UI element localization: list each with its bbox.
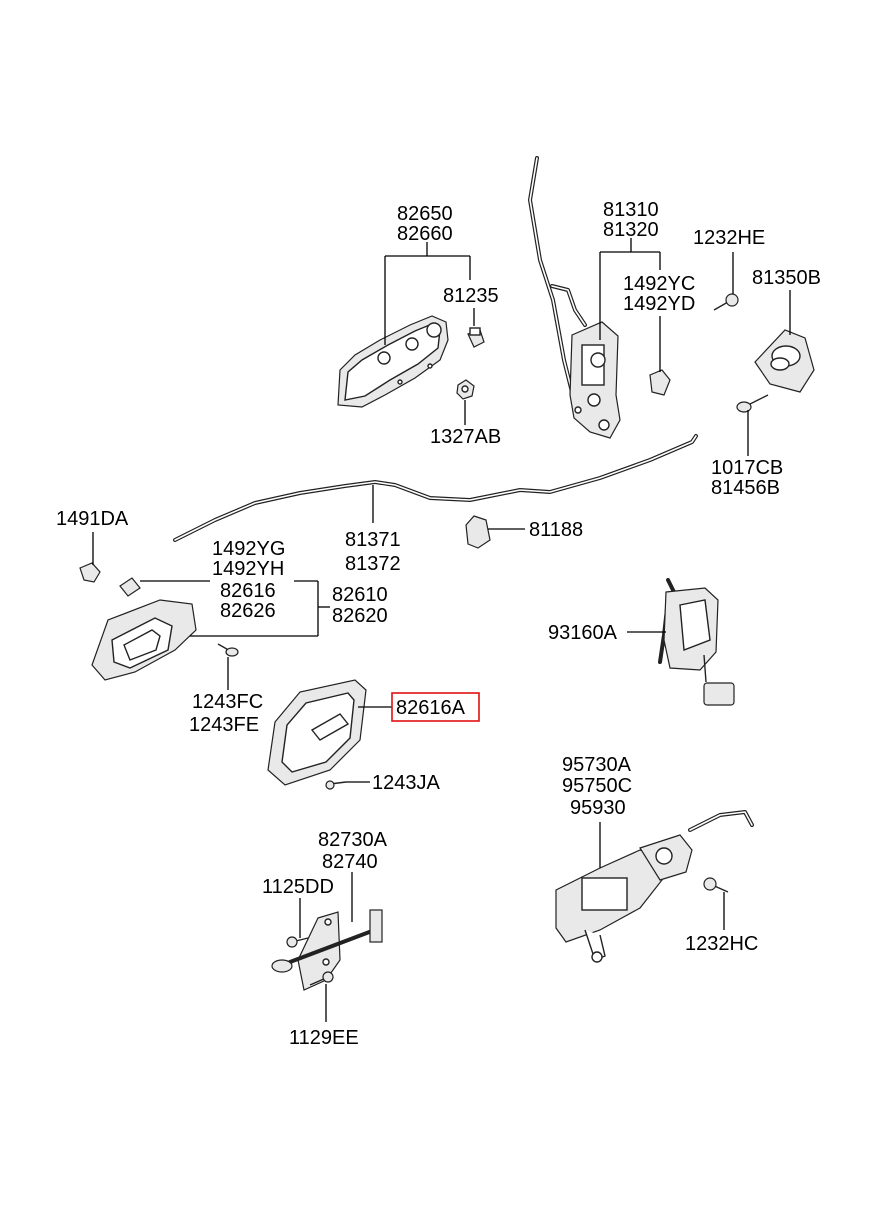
label-81310: 81310 <box>603 199 659 221</box>
label-1129EE: 1129EE <box>289 1027 359 1049</box>
label-81371: 81371 <box>345 529 401 551</box>
label-1492YD: 1492YD <box>623 293 695 315</box>
screw-1243FC-part <box>217 643 239 657</box>
label-1243JA: 1243JA <box>372 772 440 794</box>
label-1243FE: 1243FE <box>189 714 259 736</box>
screw-1232HE-part <box>713 293 739 311</box>
label-82650: 82650 <box>397 203 453 225</box>
latch-rod-part <box>528 156 587 394</box>
long-rod-part <box>173 434 698 542</box>
label-95930: 95930 <box>570 797 626 819</box>
door-checker-part <box>271 909 383 991</box>
label-95750C: 95750C <box>562 775 632 797</box>
label-93160A: 93160A <box>548 622 618 644</box>
label-1243FC: 1243FC <box>192 691 263 713</box>
label-82740: 82740 <box>322 851 378 873</box>
label-1125DD: 1125DD <box>262 876 334 898</box>
clip-1492YG-part <box>119 577 141 597</box>
leader-lines <box>92 238 791 1022</box>
actuator-93160A-part <box>658 578 735 706</box>
actuator-95730A-part <box>555 810 754 963</box>
screw-1232HC-part <box>703 877 729 893</box>
door-latch-part <box>569 321 621 439</box>
label-81456B: 81456B <box>711 477 780 499</box>
label-82620: 82620 <box>332 605 388 627</box>
screw-1243JA-part <box>325 780 347 790</box>
label-1232HC: 1232HC <box>685 933 758 955</box>
outside-handle-part <box>337 315 449 408</box>
label-81350B: 81350B <box>752 267 821 289</box>
label-82660: 82660 <box>397 223 453 245</box>
handle-bezel-part <box>267 679 367 786</box>
label-82610: 82610 <box>332 584 388 606</box>
screw-1491DA-part <box>79 562 101 583</box>
nut-1327AB-part <box>456 379 475 400</box>
label-95730A: 95730A <box>562 754 632 776</box>
label-1017CB: 1017CB <box>711 457 783 479</box>
highlight-box <box>391 692 480 722</box>
label-1491DA: 1491DA <box>56 508 129 530</box>
clip-1492YC-part <box>649 369 671 396</box>
label-82730A: 82730A <box>318 829 388 851</box>
label-1232HE: 1232HE <box>693 227 765 249</box>
label-1492YH: 1492YH <box>212 558 284 580</box>
label-82616A: 82616A <box>396 697 466 719</box>
label-82626: 82626 <box>220 600 276 622</box>
label-81235: 81235 <box>443 285 499 307</box>
label-81188: 81188 <box>529 519 583 541</box>
label-1327AB: 1327AB <box>430 426 501 448</box>
bolt-1017CB-part <box>736 394 769 413</box>
label-82616: 82616 <box>220 580 276 602</box>
bolt-1129EE-part <box>309 971 334 986</box>
clip-81188-part <box>465 515 491 549</box>
label-1492YC: 1492YC <box>623 273 695 295</box>
label-81372: 81372 <box>345 553 401 575</box>
label-81320: 81320 <box>603 219 659 241</box>
striker-81350B-part <box>754 329 815 393</box>
part-labels: 82650 82660 81235 1327AB 81310 81320 123… <box>56 199 821 1049</box>
bolt-81235-part <box>467 327 485 348</box>
bolt-1125DD-part <box>286 936 309 948</box>
label-1492YG: 1492YG <box>212 538 285 560</box>
inside-handle-housing-part <box>91 599 197 681</box>
